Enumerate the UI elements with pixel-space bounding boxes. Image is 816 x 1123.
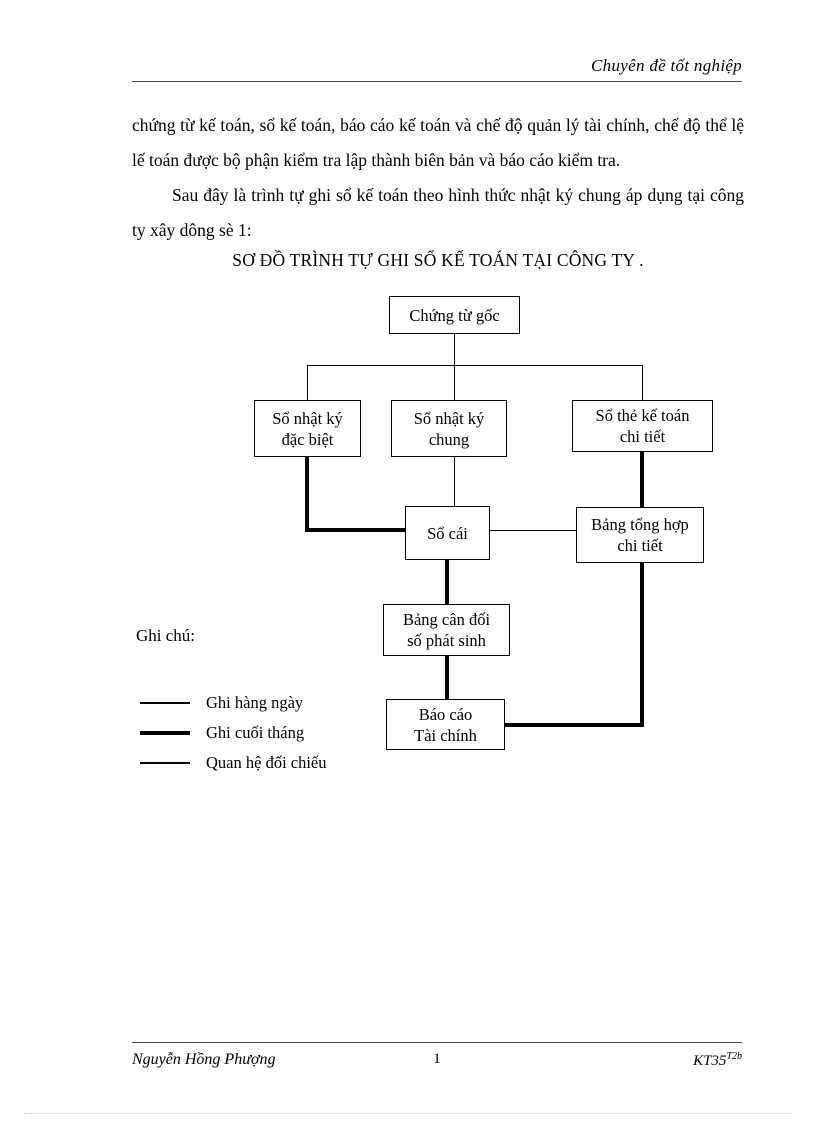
body-paragraph-1: chứng từ kế toán, sổ kế toán, báo cáo kế… bbox=[132, 115, 744, 170]
connector-root-down bbox=[453, 334, 455, 366]
connector-so-cai-to-bang-tong-hop bbox=[489, 530, 577, 532]
connector-bus-to-so-the-ke-toan bbox=[641, 365, 643, 401]
legend-label: Ghi cuối tháng bbox=[206, 723, 305, 742]
legend-line-medium-icon bbox=[136, 695, 192, 711]
footer-page-number: 1 bbox=[433, 1051, 441, 1067]
connector-bus-to-nhat-ky-dac-biet bbox=[307, 365, 309, 401]
footer-course-code-text: KT35 bbox=[693, 1053, 727, 1069]
legend: Ghi chú: Ghi hàng ngày Ghi cuối tháng Qu… bbox=[136, 626, 376, 778]
footer-course-code: KT35T2b bbox=[693, 1051, 742, 1070]
connector-bang-tong-hop-to-bao-cao bbox=[504, 723, 644, 728]
connector-bus-horizontal bbox=[307, 365, 643, 367]
connector-nhat-ky-dac-biet-down bbox=[305, 457, 310, 532]
legend-item-ghi-cuoi-thang: Ghi cuối tháng bbox=[136, 718, 376, 748]
header-divider bbox=[132, 81, 742, 82]
legend-line-thin-icon bbox=[136, 755, 192, 771]
bottom-dashed-rule bbox=[24, 1113, 792, 1114]
footer-divider bbox=[132, 1042, 742, 1043]
footer-author: Nguyễn Hồng Phượng bbox=[132, 1051, 276, 1068]
body-paragraph-2: Sau đây là trình tự ghi sổ kế toán theo … bbox=[132, 185, 744, 240]
legend-label: Quan hệ đối chiếu bbox=[206, 753, 327, 772]
page-footer: Nguyễn Hồng Phượng 1 KT35T2b bbox=[132, 1042, 742, 1076]
flow-node-so-cai[interactable]: Sổ cái bbox=[405, 506, 490, 560]
connector-nhat-ky-dac-biet-to-so-cai bbox=[305, 528, 407, 533]
legend-line-thick-icon bbox=[136, 725, 192, 741]
flow-node-chung-tu-goc[interactable]: Chứng từ gốc bbox=[389, 296, 520, 334]
connector-bang-can-doi-to-bao-cao bbox=[445, 655, 450, 700]
footer-course-code-suffix: T2b bbox=[726, 1051, 742, 1062]
diagram-title: SƠ ĐỒ TRÌNH TỰ GHI SỔ KẾ TOÁN TẠI CÔNG T… bbox=[232, 250, 644, 270]
legend-label: Ghi hàng ngày bbox=[206, 693, 304, 712]
legend-title: Ghi chú: bbox=[136, 626, 196, 645]
connector-bus-to-nhat-ky-chung bbox=[453, 365, 455, 401]
connector-bang-tong-hop-down bbox=[639, 562, 644, 727]
page-header: Chuyên đề tốt nghiệp bbox=[132, 46, 742, 82]
legend-item-ghi-hang-ngay: Ghi hàng ngày bbox=[136, 688, 376, 718]
connector-nhat-ky-chung-to-so-cai bbox=[453, 457, 455, 507]
legend-item-quan-he-doi-chieu: Quan hệ đối chiếu bbox=[136, 748, 376, 778]
connector-so-the-ke-toan-to-bang-tong-hop bbox=[639, 452, 644, 508]
header-title: Chuyên đề tốt nghiệp bbox=[591, 56, 742, 75]
connector-so-cai-to-bang-can-doi bbox=[445, 559, 450, 605]
